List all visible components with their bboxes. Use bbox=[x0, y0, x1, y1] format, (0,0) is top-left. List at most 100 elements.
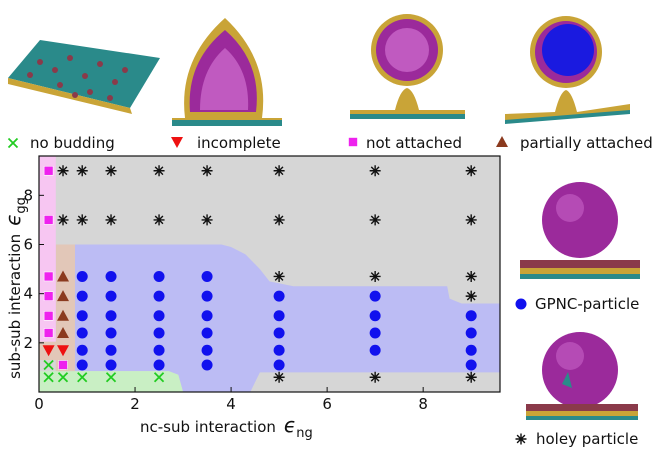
marker-gpnc-24 bbox=[273, 359, 285, 371]
legend-partially-attached-label: partially attached bbox=[520, 134, 653, 152]
marker-gpnc-15 bbox=[153, 310, 165, 322]
marker-gpnc-18 bbox=[201, 359, 213, 371]
marker-gpnc-0 bbox=[76, 359, 88, 371]
x-tick-label-4: 4 bbox=[226, 395, 236, 413]
legend-not-attached-label: not attached bbox=[366, 134, 462, 152]
marker-gpnc-4 bbox=[76, 290, 88, 302]
marker-gpnc-11 bbox=[105, 270, 117, 282]
marker-holey-3 bbox=[153, 165, 165, 177]
y-axis-label: sub-sub interactionϵgg bbox=[1, 197, 29, 379]
marker-gpnc-22 bbox=[201, 290, 213, 302]
marker-partially-attached-2 bbox=[57, 290, 70, 302]
marker-holey-13 bbox=[273, 214, 285, 226]
marker-holey-15 bbox=[465, 214, 477, 226]
marker-gpnc-34 bbox=[465, 344, 477, 356]
legend-holey-marker bbox=[515, 433, 527, 445]
marker-incomplete-0 bbox=[42, 345, 55, 357]
marker-holey-11 bbox=[153, 214, 165, 226]
marker-holey-14 bbox=[369, 214, 381, 226]
legend-no-budding-symbol bbox=[7, 137, 19, 149]
snapshot-gpnc-particle bbox=[520, 182, 640, 279]
region-green bbox=[39, 371, 184, 392]
marker-holey-9 bbox=[76, 214, 88, 226]
marker-gpnc-8 bbox=[105, 327, 117, 339]
marker-holey-16 bbox=[273, 270, 285, 282]
marker-gpnc-28 bbox=[273, 290, 285, 302]
marker-holey-12 bbox=[201, 214, 213, 226]
marker-gpnc-6 bbox=[105, 359, 117, 371]
marker-partially-attached-1 bbox=[57, 309, 70, 321]
legend-not-attached-marker bbox=[348, 137, 358, 147]
marker-no-budding-0 bbox=[43, 372, 54, 383]
marker-holey-2 bbox=[105, 165, 117, 177]
marker-no-budding-1 bbox=[43, 359, 54, 371]
marker-not-attached-3 bbox=[43, 291, 54, 301]
marker-holey-10 bbox=[105, 214, 117, 226]
marker-gpnc-20 bbox=[201, 327, 213, 339]
marker-holey-1 bbox=[76, 165, 88, 177]
legend-gpnc-symbol bbox=[515, 298, 527, 310]
snapshot-incomplete bbox=[172, 18, 282, 126]
marker-holey-19 bbox=[465, 290, 477, 302]
marker-incomplete-1 bbox=[57, 345, 70, 357]
y-tick-label-8: 8 bbox=[23, 186, 33, 204]
svg-text:sub-sub interactionϵgg: sub-sub interactionϵgg bbox=[1, 197, 29, 379]
marker-holey-17 bbox=[369, 270, 381, 282]
plot-frame bbox=[38, 155, 501, 393]
marker-not-attached-2 bbox=[43, 310, 54, 321]
marker-gpnc-33 bbox=[465, 359, 477, 371]
marker-gpnc-7 bbox=[105, 344, 117, 356]
marker-gpnc-29 bbox=[369, 344, 381, 356]
marker-holey-4 bbox=[201, 165, 213, 177]
marker-gpnc-1 bbox=[76, 344, 88, 356]
marker-holey-5 bbox=[273, 165, 285, 177]
marker-partially-attached-3 bbox=[57, 270, 70, 282]
marker-holey-22 bbox=[465, 371, 477, 383]
marker-gpnc-3 bbox=[76, 310, 88, 322]
legend-partially-attached-symbol bbox=[496, 136, 508, 147]
legend-holey-symbol bbox=[515, 433, 527, 445]
marker-gpnc-30 bbox=[369, 327, 381, 339]
data-markers bbox=[42, 165, 477, 383]
marker-gpnc-14 bbox=[153, 327, 165, 339]
snapshot-holey-particle bbox=[526, 332, 638, 420]
legend-holey-label: holey particle bbox=[536, 430, 638, 448]
marker-gpnc-25 bbox=[273, 344, 285, 356]
y-tick-label-2: 2 bbox=[23, 334, 33, 352]
x-tick-label-6: 6 bbox=[322, 395, 332, 413]
legend-top: no budding incomplete not attached parti… bbox=[7, 134, 653, 152]
marker-gpnc-21 bbox=[201, 310, 213, 322]
marker-not-attached-5 bbox=[43, 215, 54, 225]
y-tick-label-6: 6 bbox=[23, 236, 33, 254]
marker-gpnc-36 bbox=[465, 310, 477, 322]
x-tick-label-2: 2 bbox=[130, 395, 140, 413]
marker-not-attached-1 bbox=[43, 328, 54, 338]
legend-gpnc-label: GPNC-particle bbox=[535, 295, 639, 313]
marker-gpnc-26 bbox=[273, 327, 285, 339]
marker-holey-20 bbox=[273, 371, 285, 383]
marker-holey-18 bbox=[465, 270, 477, 282]
x-tick-label-0: 0 bbox=[34, 395, 44, 413]
legend-incomplete-symbol bbox=[171, 137, 183, 148]
snapshot-flat-membrane bbox=[8, 40, 160, 114]
marker-holey-7 bbox=[465, 165, 477, 177]
legend-incomplete-marker bbox=[171, 137, 183, 148]
marker-gpnc-13 bbox=[153, 344, 165, 356]
legend-not-attached-symbol bbox=[348, 137, 358, 147]
marker-gpnc-23 bbox=[201, 270, 213, 282]
marker-not-attached-0 bbox=[58, 360, 68, 370]
marker-gpnc-32 bbox=[369, 290, 381, 302]
legend-no-budding-label: no budding bbox=[30, 134, 115, 152]
snapshot-not-attached bbox=[350, 14, 465, 119]
legend-gpnc-marker bbox=[515, 298, 527, 310]
marker-gpnc-5 bbox=[76, 270, 88, 282]
marker-holey-6 bbox=[369, 165, 381, 177]
marker-not-attached-6 bbox=[43, 165, 54, 176]
marker-gpnc-10 bbox=[105, 290, 117, 302]
snapshot-partially-attached bbox=[505, 16, 630, 124]
y-tick-label-4: 4 bbox=[23, 285, 33, 303]
marker-no-budding-6 bbox=[153, 372, 165, 383]
marker-no-budding-2 bbox=[57, 372, 69, 383]
